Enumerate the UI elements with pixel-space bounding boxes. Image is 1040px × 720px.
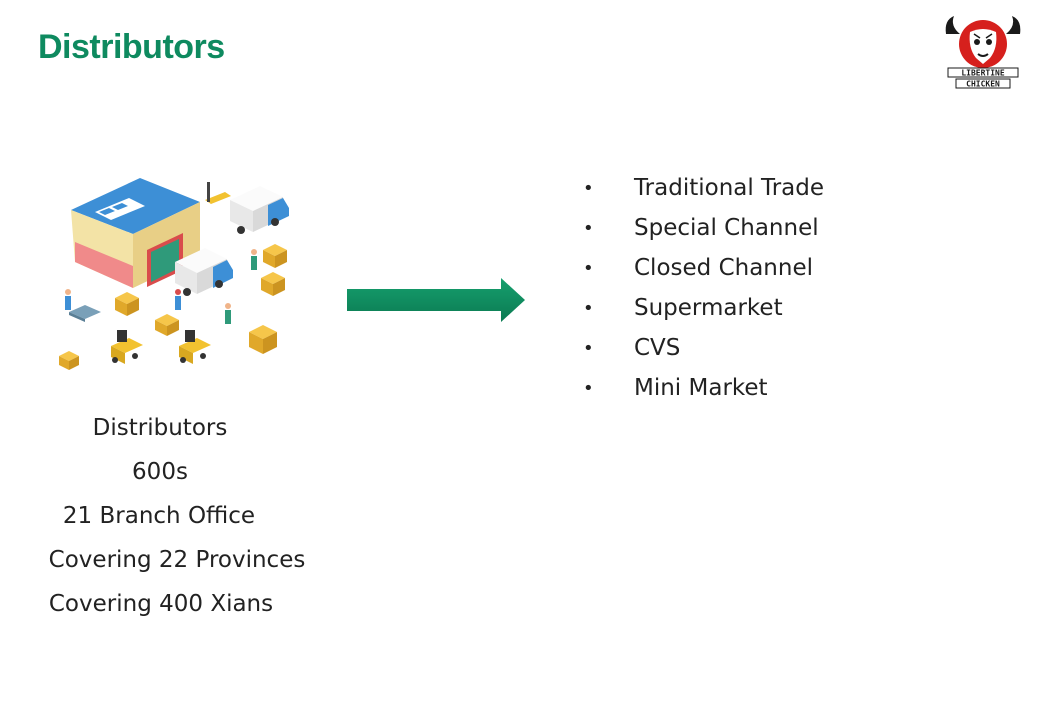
- delivery-truck-icon: [175, 248, 233, 296]
- slide-title: Distributors: [38, 28, 225, 66]
- channel-list: • Traditional Trade • Special Channel • …: [583, 168, 824, 408]
- list-item: • Supermarket: [583, 288, 824, 328]
- bullet-icon: •: [583, 297, 594, 319]
- channel-label: Special Channel: [634, 215, 819, 241]
- logo-text-1: LIBERTINE: [961, 69, 1005, 78]
- list-item: • Special Channel: [583, 208, 824, 248]
- workers-icon: [65, 249, 257, 324]
- channel-label: Mini Market: [634, 375, 768, 401]
- logo-text-2: CHICKEN: [966, 80, 1000, 89]
- channel-label: Supermarket: [634, 295, 783, 321]
- brand-logo: LIBERTINE CHICKEN: [945, 16, 1021, 89]
- stat-provinces: Covering 22 Provinces: [48, 547, 306, 573]
- cargo-boxes-icon: [59, 244, 287, 370]
- list-item: • CVS: [583, 328, 824, 368]
- stat-xians: Covering 400 Xians: [48, 591, 274, 617]
- channel-label: CVS: [634, 335, 681, 361]
- channel-label: Traditional Trade: [634, 175, 825, 201]
- right-arrow-icon: [347, 278, 525, 322]
- pallet-icon: [69, 305, 101, 322]
- bullet-icon: •: [583, 257, 594, 279]
- warehouse-logistics-icon: [59, 178, 289, 370]
- list-item: • Mini Market: [583, 368, 824, 408]
- distributor-stats: Distributors 600s 21 Branch Office Cover…: [20, 406, 306, 626]
- bullet-icon: •: [583, 377, 594, 399]
- channel-label: Closed Channel: [634, 255, 813, 281]
- bullet-icon: •: [583, 337, 594, 359]
- bullet-icon: •: [583, 217, 594, 239]
- pallet-jack-icon: [205, 182, 231, 204]
- stat-branch-office: 21 Branch Office: [62, 503, 256, 529]
- forklift-icon: [111, 330, 211, 364]
- warehouse-building: [71, 178, 200, 288]
- stat-count: 600s: [132, 459, 188, 485]
- stat-distributors: Distributors: [92, 415, 228, 441]
- bullet-icon: •: [583, 177, 594, 199]
- delivery-truck-icon: [230, 186, 289, 234]
- list-item: • Traditional Trade: [583, 168, 824, 208]
- list-item: • Closed Channel: [583, 248, 824, 288]
